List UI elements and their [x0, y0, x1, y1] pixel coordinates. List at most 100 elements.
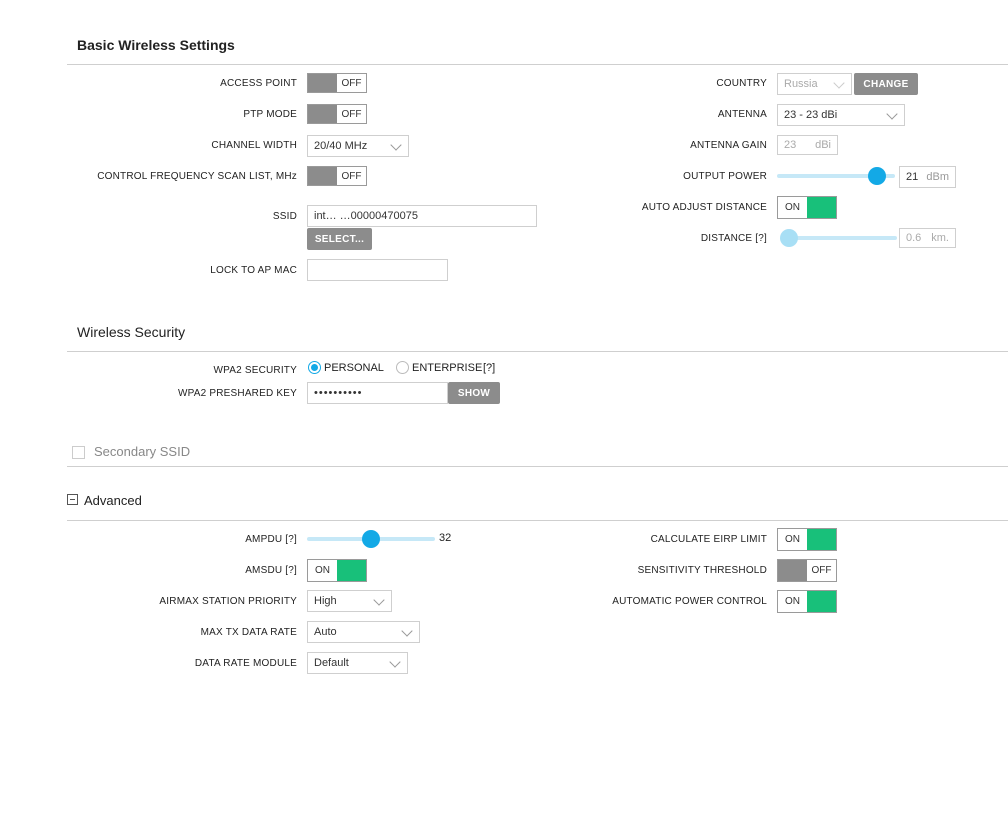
airmax-priority-select[interactable]: High — [307, 590, 392, 612]
ampdu-label: AMPDU [?] — [245, 534, 297, 545]
eirp-limit-toggle[interactable]: ON — [777, 528, 837, 551]
personal-label[interactable]: PERSONAL — [324, 362, 384, 374]
chevron-down-icon — [373, 594, 385, 606]
toggle-knob — [308, 105, 337, 123]
toggle-knob — [807, 591, 836, 612]
toggle-state: OFF — [337, 105, 366, 123]
channel-width-label: CHANNEL WIDTH — [211, 140, 297, 151]
power-control-label: AUTOMATIC POWER CONTROL — [612, 596, 767, 607]
secondary-ssid-title: Secondary SSID — [94, 444, 191, 459]
country-select[interactable]: Russia — [777, 73, 852, 95]
advanced-title: Advanced — [84, 493, 142, 508]
ssid-label: SSID — [272, 211, 297, 222]
toggle-state: OFF — [337, 167, 366, 185]
chevron-down-icon — [833, 77, 845, 89]
antenna-gain-field[interactable]: 23 dBi — [777, 135, 838, 155]
antenna-label: ANTENNA — [717, 109, 767, 120]
auto-adjust-distance-label: AUTO ADJUST DISTANCE — [641, 202, 767, 213]
data-rate-module-value: Default — [314, 657, 349, 669]
power-control-toggle[interactable]: ON — [777, 590, 837, 613]
max-tx-rate-select[interactable]: Auto — [307, 621, 420, 643]
lock-ap-mac-label: LOCK TO AP MAC — [210, 265, 297, 276]
wpa2-key-label: WPA2 PRESHARED KEY — [177, 388, 297, 399]
data-rate-module-label: DATA RATE MODULE — [194, 658, 297, 669]
divider — [67, 351, 1008, 352]
distance-label: DISTANCE [?] — [700, 233, 767, 244]
country-label: COUNTRY — [716, 78, 767, 89]
toggle-state: OFF — [337, 74, 366, 92]
antenna-select[interactable]: 23 - 23 dBi — [777, 104, 905, 126]
output-power-label: OUTPUT POWER — [683, 171, 767, 182]
ssid-input[interactable]: int… …00000470075 — [307, 205, 537, 227]
toggle-knob — [308, 167, 337, 185]
distance-unit: km. — [931, 232, 949, 244]
control-frequency-label: CONTROL FREQUENCY SCAN LIST, MHz — [97, 171, 297, 182]
toggle-state: ON — [778, 197, 807, 218]
toggle-knob — [308, 74, 337, 92]
wireless-security-title: Wireless Security — [77, 324, 186, 340]
auto-adjust-distance-toggle[interactable]: ON — [777, 196, 837, 219]
toggle-knob — [807, 197, 836, 218]
max-tx-rate-value: Auto — [314, 626, 337, 638]
sensitivity-threshold-toggle[interactable]: OFF — [777, 559, 837, 582]
chevron-down-icon — [886, 108, 898, 120]
ampdu-value: 32 — [439, 532, 452, 544]
ampdu-slider-handle[interactable] — [362, 530, 380, 548]
output-power-slider[interactable] — [777, 174, 895, 178]
lock-ap-mac-input[interactable] — [307, 259, 448, 281]
amsdu-toggle[interactable]: ON — [307, 559, 367, 582]
distance-slider[interactable] — [781, 236, 897, 240]
max-tx-rate-label: MAX TX DATA RATE — [200, 627, 297, 638]
eirp-limit-label: CALCULATE EIRP LIMIT — [650, 534, 767, 545]
personal-radio[interactable] — [308, 361, 321, 374]
toggle-state: OFF — [807, 560, 836, 581]
basic-settings-title: Basic Wireless Settings — [77, 37, 235, 53]
antenna-gain-value: 23 — [784, 139, 797, 151]
toggle-state: ON — [778, 529, 807, 550]
chevron-down-icon — [389, 656, 401, 668]
enterprise-radio[interactable] — [396, 361, 409, 374]
ptp-mode-label: PTP MODE — [243, 109, 297, 120]
country-change-button[interactable]: CHANGE — [854, 73, 918, 95]
ssid-select-button[interactable]: SELECT... — [307, 228, 372, 250]
toggle-knob — [337, 560, 366, 581]
toggle-state: ON — [308, 560, 337, 581]
divider — [67, 520, 1008, 521]
toggle-state: ON — [778, 591, 807, 612]
divider — [67, 466, 1008, 467]
divider — [67, 64, 1008, 65]
access-point-label: ACCESS POINT — [220, 78, 297, 89]
antenna-gain-label: ANTENNA GAIN — [690, 140, 767, 151]
channel-width-value: 20/40 MHz — [314, 140, 368, 152]
sensitivity-threshold-label: SENSITIVITY THRESHOLD — [637, 565, 767, 576]
antenna-value: 23 - 23 dBi — [784, 109, 838, 121]
toggle-knob — [807, 529, 836, 550]
data-rate-module-select[interactable]: Default — [307, 652, 408, 674]
show-key-button[interactable]: SHOW — [448, 382, 500, 404]
airmax-priority-value: High — [314, 595, 337, 607]
country-value: Russia — [784, 78, 818, 90]
ptp-mode-toggle[interactable]: OFF — [307, 104, 367, 124]
channel-width-select[interactable]: 20/40 MHz — [307, 135, 409, 157]
airmax-priority-label: AIRMAX STATION PRIORITY — [159, 596, 297, 607]
chevron-down-icon — [401, 625, 413, 637]
chevron-down-icon — [390, 139, 402, 151]
wpa2-security-label: WPA2 SECURITY — [213, 365, 297, 376]
secondary-ssid-checkbox[interactable] — [72, 446, 85, 459]
output-power-unit: dBm — [926, 171, 949, 183]
access-point-toggle[interactable]: OFF — [307, 73, 367, 93]
help-link[interactable]: [?] — [483, 362, 496, 374]
control-frequency-toggle[interactable]: OFF — [307, 166, 367, 186]
collapse-icon[interactable] — [67, 494, 78, 505]
toggle-knob — [778, 560, 807, 581]
enterprise-label[interactable]: ENTERPRISE — [412, 362, 483, 374]
amsdu-label: AMSDU [?] — [245, 565, 297, 576]
antenna-gain-unit: dBi — [815, 139, 831, 151]
output-power-slider-handle[interactable] — [868, 167, 886, 185]
distance-value: 0.6 — [906, 232, 922, 244]
distance-field[interactable]: 0.6 km. — [899, 228, 956, 248]
output-power-value: 21 — [906, 171, 919, 183]
distance-slider-handle[interactable] — [780, 229, 798, 247]
output-power-field[interactable]: 21 dBm — [899, 166, 956, 188]
wpa2-key-input[interactable]: •••••••••• — [307, 382, 448, 404]
